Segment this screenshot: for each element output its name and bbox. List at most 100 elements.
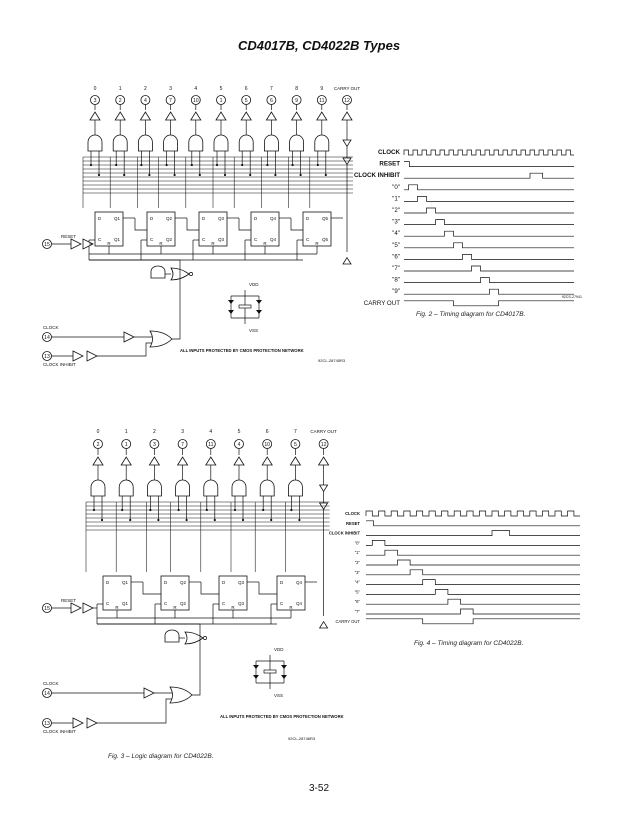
protection-diode (253, 665, 259, 669)
protection-note: ALL INPUTS PROTECTED BY CMOS PROTECTION … (180, 348, 304, 353)
reset-pin: 15 (44, 606, 50, 612)
flip-flop-pin-q: Q3 (218, 216, 225, 221)
flip-flop (94, 211, 124, 247)
and-gate (213, 134, 229, 152)
flip-flop-pin-q: Q2 (180, 580, 187, 585)
output-number: 7 (270, 86, 273, 92)
protection-diode (228, 300, 234, 304)
buffer-gate (92, 456, 104, 466)
flip-flop-pin-d: D (222, 580, 226, 585)
protection-diode (253, 675, 259, 679)
flip-flop-pin-qbar: Q2 (180, 601, 187, 606)
timing-ref-code: 92CS-27941 (562, 295, 582, 299)
output-number: 3 (169, 86, 172, 92)
flip-flop-pin-d: D (106, 580, 110, 585)
flip-flop-pin-qbar: Q3 (218, 237, 225, 242)
timing-signal-label: "9" (392, 288, 400, 295)
flip-flop-pin-qbar: Q2 (166, 237, 173, 242)
flip-flop-pin-c: C (306, 237, 310, 242)
output-pin: 11 (208, 442, 213, 448)
flip-flop-pin-r: R (173, 605, 177, 610)
or-gate (169, 686, 193, 704)
protection-diode (256, 300, 262, 304)
output-number: 7 (294, 429, 297, 435)
flip-flop-pin-c: C (222, 601, 226, 606)
timing-signal-label: CLOCK INHIBIT (354, 172, 400, 179)
timing-signal-label: "5" (392, 242, 400, 249)
timing-signal-label: "7" (392, 265, 400, 272)
and-gate (118, 479, 134, 497)
output-pin: 9 (295, 98, 298, 104)
output-number: 4 (209, 429, 212, 435)
flip-flop-pin-c: C (98, 237, 102, 242)
flip-flop-pin-qbar: Q4 (296, 601, 303, 606)
flip-flop (250, 211, 280, 247)
flip-flop-pin-qbar: Q4 (270, 237, 277, 242)
output-number: 2 (144, 86, 147, 92)
output-pin: 1 (220, 98, 223, 104)
protection-diode (281, 665, 287, 669)
output-pin: 2 (97, 442, 100, 448)
flip-flop-pin-q: Q5 (322, 216, 329, 221)
flip-flop-pin-qbar: Q1 (114, 237, 121, 242)
timing-signal-label: CLOCK (378, 149, 401, 156)
timing-signal-label: RESET (379, 161, 400, 168)
buffer-gate (342, 139, 352, 148)
vss-label: VSS (274, 693, 283, 698)
output-number: 6 (245, 86, 248, 92)
flip-flop-pin-r: R (289, 605, 293, 610)
flip-flop-pin-d: D (98, 216, 102, 221)
clock-pin: 14 (44, 691, 50, 697)
output-pin: 5 (245, 98, 248, 104)
reset-buffer (70, 238, 82, 250)
clock-inhibit-label: CLOCK INHIBIT (43, 362, 76, 367)
inhibit-buffer (72, 350, 84, 362)
clock-inhibit-pin: 13 (44, 354, 50, 360)
flip-flop-pin-d: D (306, 216, 310, 221)
timing-signal-label: "6" (392, 253, 400, 260)
flip-flop (198, 211, 228, 247)
carry-out-label: CARRY OUT (334, 86, 361, 91)
fig4-caption: Fig. 4 – Timing diagram for CD4022B. (414, 640, 524, 647)
flip-flop-pin-d: D (150, 216, 154, 221)
flip-flop-pin-d: D (254, 216, 258, 221)
vdd-label: VDD (249, 282, 259, 287)
clock-label: CLOCK (43, 325, 59, 330)
output-number: 0 (94, 86, 97, 92)
protection-diode (256, 310, 262, 314)
reset-label: RESET (61, 598, 76, 603)
and-gate (259, 479, 275, 497)
protection-diode (281, 675, 287, 679)
inverter-bubble (189, 272, 193, 276)
buffer-gate (318, 484, 329, 493)
inhibit-buffer (72, 717, 84, 729)
and-gate (164, 629, 180, 643)
flip-flop-pin-q: Q4 (296, 580, 303, 585)
nor-gate (184, 631, 204, 645)
timing-signal-label: "4" (392, 230, 400, 237)
timing-signal-label: CLOCK (345, 511, 360, 516)
flip-flop (276, 575, 306, 611)
output-pin: 4 (238, 442, 241, 448)
and-gate (289, 134, 304, 152)
timing-signal-label: "2" (355, 560, 361, 565)
flip-flop-pin-qbar: Q1 (122, 601, 129, 606)
buffer-gate (341, 111, 353, 121)
and-gate (288, 479, 303, 497)
flip-flop-pin-qbar: Q3 (238, 601, 245, 606)
clock-buffer (123, 331, 135, 343)
output-pin: 11 (319, 98, 324, 104)
and-gate (264, 134, 279, 152)
flip-flop-pin-r: R (211, 241, 215, 246)
output-number: 3 (181, 429, 184, 435)
flip-flop-pin-r: R (159, 241, 163, 246)
output-pin: 7 (169, 98, 172, 104)
flip-flop-pin-c: C (164, 601, 168, 606)
protection-diode (228, 310, 234, 314)
buffer-gate (290, 111, 303, 121)
timing-signal-label: "3" (355, 570, 361, 575)
buffer-gate (148, 456, 161, 466)
buffer-gate (215, 111, 227, 121)
